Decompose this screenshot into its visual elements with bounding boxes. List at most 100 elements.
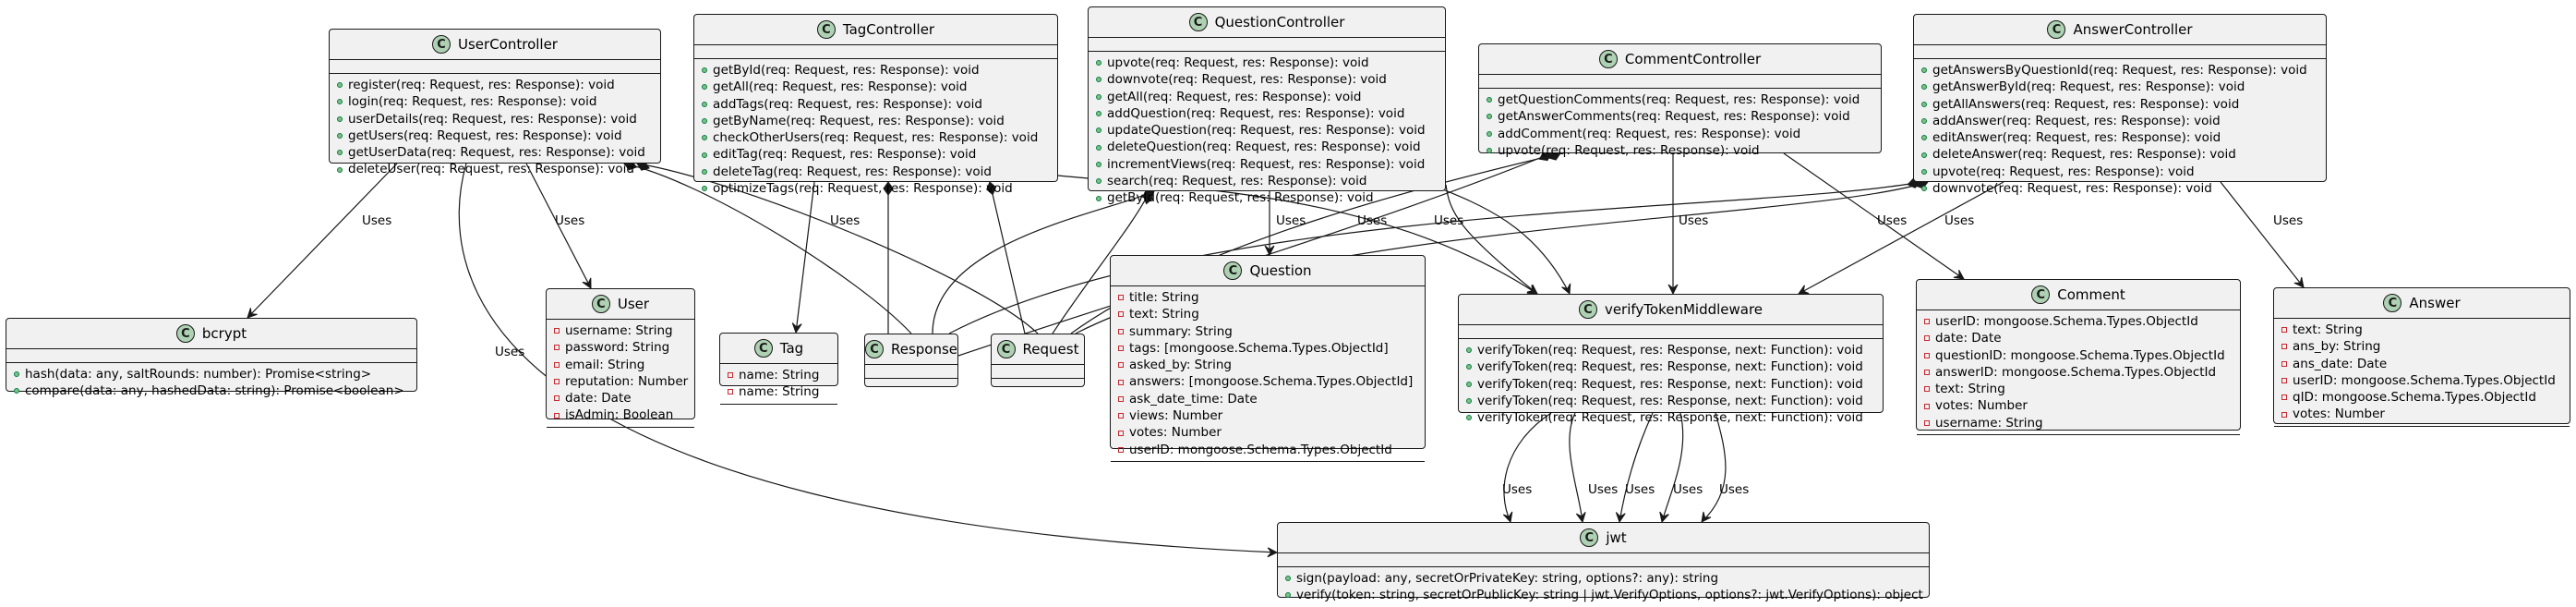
public-marker-icon xyxy=(1466,415,1477,421)
attribute-text: isAdmin: Boolean xyxy=(565,407,674,423)
composition-edge xyxy=(932,190,1155,334)
class-name: CommentController xyxy=(1624,51,1762,67)
method-text: compare(data: any, hashedData: string): … xyxy=(25,383,404,399)
method-row: search(req: Request, res: Response): voi… xyxy=(1089,173,1445,189)
attribute-text: name: String xyxy=(739,384,820,400)
method-row: getAll(req: Request, res: Response): voi… xyxy=(694,79,1057,95)
public-marker-icon xyxy=(1096,195,1107,201)
edge-label-uses: Uses xyxy=(1588,482,1619,497)
method-row: verifyToken(req: Request, res: Response,… xyxy=(1459,376,1883,393)
class-name: verifyTokenMiddleware xyxy=(1604,301,1763,318)
method-text: getById(req: Request, res: Response): vo… xyxy=(1107,190,1374,206)
method-text: getUsers(req: Request, res: Response): v… xyxy=(348,127,622,143)
attribute-row: text: String xyxy=(1111,306,1425,322)
attribute-row: text: String xyxy=(1917,381,2240,397)
method-row: optimizeTags(req: Request, res: Response… xyxy=(694,180,1057,197)
uses-arrow-head xyxy=(1502,511,1513,524)
method-text: verifyToken(req: Request, res: Response,… xyxy=(1477,343,1863,358)
public-marker-icon xyxy=(1096,77,1107,83)
private-marker-icon xyxy=(2281,378,2293,384)
public-marker-icon xyxy=(1096,127,1107,134)
attribute-row: ask_date_time: Date xyxy=(1111,391,1425,407)
private-marker-icon xyxy=(1118,446,1129,453)
attribute-row: votes: Number xyxy=(1111,424,1425,441)
method-section: getAnswersByQuestionId(req: Request, res… xyxy=(1914,59,2326,200)
method-section xyxy=(720,405,837,418)
edge-label-uses: Uses xyxy=(555,213,585,228)
method-section xyxy=(992,379,1084,392)
public-marker-icon xyxy=(337,99,348,105)
uses-arrow-head xyxy=(582,277,592,289)
composition-diamond xyxy=(986,181,997,196)
public-marker-icon xyxy=(1096,144,1107,151)
composition-edge xyxy=(1052,190,1150,334)
public-marker-icon xyxy=(1487,97,1498,103)
attribute-text: questionID: mongoose.Schema.Types.Object… xyxy=(1935,347,2225,363)
attribute-text: tags: [mongoose.Schema.Types.ObjectId] xyxy=(1129,340,1389,356)
public-marker-icon xyxy=(14,388,25,395)
method-row: login(req: Request, res: Response): void xyxy=(330,93,660,110)
public-marker-icon xyxy=(1921,118,1932,125)
public-marker-icon xyxy=(1466,398,1477,405)
edge-label-uses: Uses xyxy=(1625,482,1655,497)
public-marker-icon xyxy=(1096,60,1107,67)
method-text: deleteQuestion(req: Request, res: Respon… xyxy=(1107,140,1421,155)
method-text: checkOtherUsers(req: Request, res: Respo… xyxy=(713,130,1039,146)
method-text: search(req: Request, res: Response): voi… xyxy=(1107,174,1367,189)
class-name: bcrypt xyxy=(201,325,247,342)
private-marker-icon xyxy=(1118,379,1129,385)
private-marker-icon xyxy=(1118,295,1129,301)
uses-arrow-head xyxy=(1798,285,1810,295)
method-section: verifyToken(req: Request, res: Response,… xyxy=(1459,339,1883,429)
private-marker-icon xyxy=(1118,311,1129,318)
class-name: jwt xyxy=(1606,529,1627,546)
method-row: userDetails(req: Request, res: Response)… xyxy=(330,111,660,127)
method-text: login(req: Request, res: Response): void xyxy=(348,94,597,110)
attribute-text: qID: mongoose.Schema.Types.ObjectId xyxy=(2293,390,2536,406)
method-text: updateQuestion(req: Request, res: Respon… xyxy=(1107,123,1426,139)
method-text: getById(req: Request, res: Response): vo… xyxy=(713,63,980,78)
attribute-text: ans_date: Date xyxy=(2293,356,2388,371)
private-marker-icon xyxy=(728,389,739,395)
attribute-text: title: String xyxy=(1129,290,1199,305)
private-marker-icon xyxy=(2281,360,2293,367)
attribute-row: answerID: mongoose.Schema.Types.ObjectId xyxy=(1917,364,2240,381)
public-marker-icon xyxy=(702,152,713,158)
class-stereotype-icon: C xyxy=(996,340,1016,358)
uses-edge xyxy=(1445,184,1538,295)
public-marker-icon xyxy=(1466,381,1477,387)
method-row: deleteAnswer(req: Request, res: Response… xyxy=(1914,146,2326,163)
attribute-text: answerID: mongoose.Schema.Types.ObjectId xyxy=(1935,364,2217,380)
class-stereotype-icon: C xyxy=(1223,261,1243,280)
class-stereotype-icon: C xyxy=(2383,294,2402,312)
method-text: verify(token: string, secretOrPublicKey:… xyxy=(1296,588,1923,603)
method-text: userDetails(req: Request, res: Response)… xyxy=(348,111,637,127)
method-section: upvote(req: Request, res: Response): voi… xyxy=(1089,52,1445,210)
uses-arrow-head xyxy=(2293,276,2305,288)
method-text: hash(data: any, saltRounds: number): Pro… xyxy=(25,367,372,382)
method-row: addComment(req: Request, res: Response):… xyxy=(1479,126,1881,142)
class-stereotype-icon: C xyxy=(175,324,195,343)
method-text: addComment(req: Request, res: Response):… xyxy=(1498,126,1801,141)
method-row: editTag(req: Request, res: Response): vo… xyxy=(694,146,1057,163)
uses-edge xyxy=(1783,152,1965,280)
attribute-row: userID: mongoose.Schema.Types.ObjectId xyxy=(1111,442,1425,458)
uses-arrow-head xyxy=(1264,245,1275,257)
attribute-row: date: Date xyxy=(547,390,694,407)
attribute-text: ans_by: String xyxy=(2293,339,2381,355)
attribute-text: summary: String xyxy=(1129,323,1233,339)
method-row: verifyToken(req: Request, res: Response,… xyxy=(1459,358,1883,375)
attribute-text: name: String xyxy=(739,368,820,382)
